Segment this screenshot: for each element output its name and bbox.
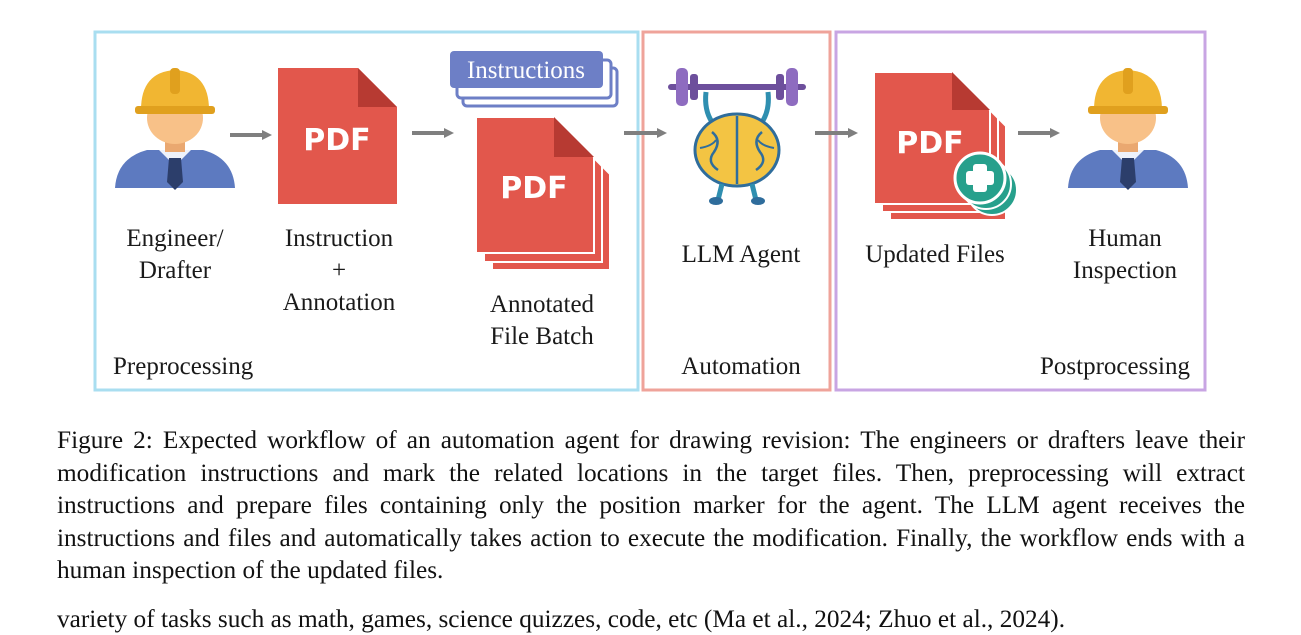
preprocessing-label: Preprocessing <box>113 353 254 380</box>
automation-stage-box <box>641 30 832 392</box>
instruction-label-line1: Instruction <box>285 225 394 252</box>
workflow-diagram: PDF Instructions PDF <box>93 30 1207 392</box>
postprocessing-label: Postprocessing <box>1040 353 1191 380</box>
figure-caption: Figure 2: Expected workflow of an automa… <box>57 426 1245 584</box>
pdf-label: PDF <box>500 171 567 206</box>
llm-agent-label: LLM Agent <box>682 241 801 268</box>
preprocessing-stage-box <box>93 30 640 392</box>
instruction-label-line2: + <box>332 257 346 284</box>
engineer-label-line2: Drafter <box>139 257 212 284</box>
automation-label: Automation <box>681 353 801 380</box>
worker-icon <box>1068 68 1188 190</box>
pdf-stack-plus-icon: PDF <box>873 71 1018 221</box>
instructions-label: Instructions <box>467 57 585 84</box>
worker-icon <box>115 68 235 190</box>
pdf-file-icon: PDF <box>278 68 397 204</box>
human-inspection-label-line1: Human <box>1088 225 1162 252</box>
instruction-label-line3: Annotation <box>283 289 396 316</box>
annotated-batch-label-line1: Annotated <box>490 291 595 318</box>
annotated-batch-label-line2: File Batch <box>490 323 594 350</box>
human-inspection-label-line2: Inspection <box>1073 257 1178 284</box>
pdf-stack-icon: PDF <box>475 116 611 271</box>
pdf-label: PDF <box>303 123 370 158</box>
postprocessing-stage-box <box>834 30 1207 392</box>
body-text-cutoff: variety of tasks such as math, games, sc… <box>57 605 1066 633</box>
updated-files-label: Updated Files <box>865 241 1005 268</box>
brain-lifting-barbell-icon <box>668 68 806 205</box>
engineer-label-line1: Engineer/ <box>126 225 223 252</box>
instruction-cards-icon: Instructions <box>450 51 619 108</box>
pdf-label: PDF <box>896 126 963 161</box>
